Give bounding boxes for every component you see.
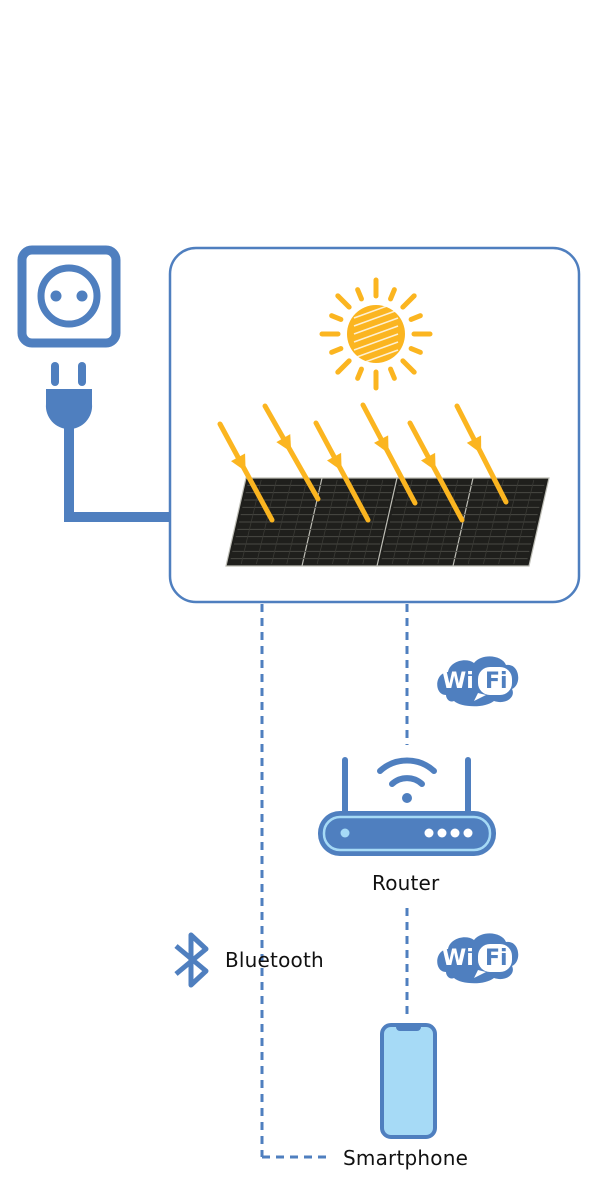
sun-ray-arrow — [217, 421, 275, 523]
sun-ray-arrow-icon — [217, 402, 509, 523]
sun-ray-icon — [355, 366, 364, 381]
wifi-badge-icon: Wi Fi — [437, 933, 519, 984]
sun-ray-arrow — [262, 403, 321, 502]
sun-ray-icon — [329, 346, 344, 355]
sun-ray-icon — [335, 293, 352, 310]
power-socket-icon — [17, 245, 121, 348]
sun-ray-arrow — [360, 402, 418, 506]
router-icon — [318, 757, 496, 856]
sun-ray-icon — [400, 293, 417, 310]
wifi-badge-right-text: Fi — [485, 946, 508, 971]
router-label: Router — [372, 871, 440, 895]
sun-ray-arrow — [454, 403, 509, 505]
sun-ray-icon — [408, 346, 423, 355]
sun-hatch — [353, 309, 399, 327]
smartphone-label: Smartphone — [343, 1146, 469, 1170]
sun-hatch — [353, 325, 399, 343]
sun-ray-icon — [388, 366, 397, 381]
power-plug-icon — [45, 362, 93, 430]
sun-hatch — [353, 341, 399, 359]
sun-hatch — [353, 333, 399, 351]
sun-ray-icon — [388, 287, 397, 302]
sun-ray-icon — [408, 313, 423, 322]
sun-hatch — [353, 317, 399, 335]
sun-hatch — [353, 301, 399, 319]
sun-ray-icon — [400, 358, 417, 375]
sun-hatch — [353, 349, 399, 367]
wifi-badge-left-text: Wi — [442, 669, 474, 694]
power-cable — [64, 425, 170, 522]
sun-ray-icon — [335, 358, 352, 375]
sun-ray-arrow — [407, 420, 465, 523]
sun-ray-arrow — [313, 420, 371, 523]
sun-icon — [319, 277, 433, 391]
bluetooth-label: Bluetooth — [225, 948, 324, 972]
wifi-badge-left-text: Wi — [442, 946, 474, 971]
sun-ray-icon — [329, 313, 344, 322]
bluetooth-icon — [174, 932, 209, 988]
smartphone-icon — [380, 1023, 437, 1139]
sun-ray-icon — [355, 287, 364, 302]
wifi-badge-right-text: Fi — [485, 669, 508, 694]
wifi-badge-icon: Wi Fi — [437, 656, 519, 707]
